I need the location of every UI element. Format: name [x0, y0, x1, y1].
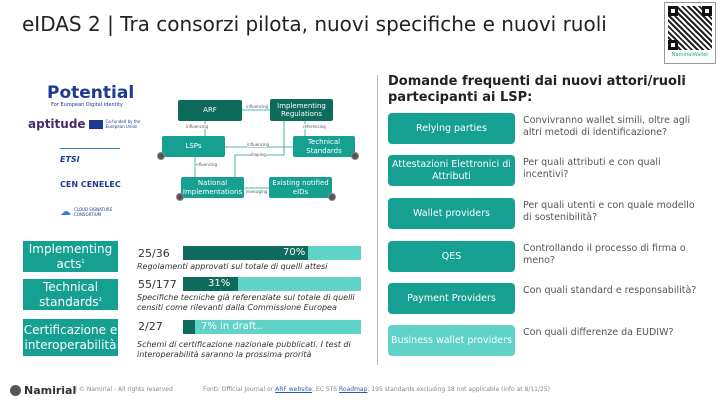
role-button[interactable]: Relying parties [388, 113, 515, 144]
diagram-node-technical-standards: Technical Standards [293, 136, 355, 157]
progress-caption: Specifiche tecniche già referenziate sul… [137, 293, 355, 313]
progress-label-text: Implementing acts [28, 242, 113, 271]
progress-count: 55/177 [138, 278, 177, 291]
diagram-node-national-implementations: National Implementations [181, 177, 244, 198]
connector-dot-icon [157, 152, 165, 160]
diagram-node-lsps: LSPs [162, 136, 225, 157]
footnote-marker: 1 [81, 258, 85, 265]
progress-label-technical-standards: Technical standards2 [23, 279, 118, 310]
progress-label-text: Certificazione e interoperabilità [23, 323, 118, 352]
diagram-node-arf: ARF [178, 100, 242, 121]
csc-logo-text: CLOUD SIGNATURE CONSORTIUM [74, 206, 113, 217]
logo-divider [60, 148, 120, 149]
sources-text: Fonti: Official Journal or [203, 386, 276, 393]
csc-logo: ☁CLOUD SIGNATURE CONSORTIUM [60, 205, 120, 218]
connector-dot-icon [328, 193, 336, 201]
connector-dot-icon [351, 152, 359, 160]
progress-label-certificazione: Certificazione e interoperabilità [23, 319, 118, 356]
eu-funded-text: Co-funded by the European Union [105, 119, 141, 129]
etsi-logo: ETSI [60, 155, 80, 164]
aptitude-logo: aptitude Co-funded by the European Union [28, 117, 142, 131]
role-button[interactable]: QES [388, 241, 515, 272]
edge-label: leveraging [246, 189, 268, 194]
namirial-logo-icon [10, 385, 21, 396]
progress-percent: 31% [208, 278, 231, 289]
faq-question: Convivranno wallet simili, oltre agli al… [523, 115, 691, 139]
progress-bar-fill [183, 246, 308, 260]
sources-text: ; EC STS [312, 386, 340, 393]
page-title: eIDAS 2 | Tra consorzi pilota, nuovi spe… [22, 12, 607, 36]
role-button[interactable]: Payment Providers [388, 283, 515, 314]
edge-label: influencing [246, 104, 269, 109]
roadmap-link[interactable]: Roadmap [339, 386, 368, 393]
footnote-marker: 2 [98, 296, 102, 303]
progress-count: 2/27 [138, 320, 163, 333]
progress-count: 25/36 [138, 247, 170, 260]
edge-label: influencing [195, 162, 218, 167]
cen-cenelec-logo: CEN CENELEC [60, 180, 121, 189]
sources-text: ; 195 standards excluding 18 not applica… [367, 386, 550, 393]
role-button[interactable]: Attestazioni Elettronici di Attributi [388, 155, 515, 186]
faq-question: Per quali utenti e con quale modello di … [523, 200, 695, 224]
progress-caption: Schemi di certificazione nazionale pubbl… [137, 340, 351, 360]
progress-percent: 70% [283, 247, 306, 258]
sources: Fonti: Official Journal or ARF website; … [203, 386, 550, 393]
faq-question: Con quali standard e responsabilità? [523, 285, 697, 296]
faq-question: Per quali attributi e con quali incentiv… [523, 157, 661, 181]
aptitude-logo-text: aptitude [28, 117, 86, 131]
qr-caption: NamirialWallet [671, 52, 709, 58]
progress-caption: Regolamenti approvati sul totale di quel… [137, 262, 328, 271]
edge-label: shaping [250, 152, 266, 157]
progress-percent: 7% in draft.. [201, 321, 263, 332]
connector-dot-icon [176, 193, 184, 201]
eu-flag-icon [88, 119, 103, 129]
progress-bar-fill [183, 320, 196, 334]
diagram-node-implementing-regulations: Implementing Regulations [270, 99, 333, 121]
role-button[interactable]: Business wallet providers [388, 325, 515, 356]
cloud-icon: ☁ [60, 205, 71, 218]
edge-label: influencing [247, 142, 270, 147]
namirial-logo-text: Namirial [24, 384, 77, 397]
progress-label-implementing-acts: Implementing acts1 [23, 241, 118, 272]
edge-label: influencing [186, 124, 209, 129]
progress-bar-technical-standards: 31% [183, 277, 361, 291]
faq-question: Controllando il processo di firma o meno… [523, 243, 686, 267]
arf-website-link[interactable]: ARF website [275, 386, 312, 393]
faq-heading: Domande frequenti dai nuovi attori/ruoli… [388, 74, 686, 106]
copyright: | © Namirial - All rights reserved [75, 386, 173, 393]
edge-label: referencing [303, 124, 326, 129]
potential-logo: Potential For European Digital Identity [47, 83, 135, 109]
faq-question: Con quali differenze da EUDIW? [523, 327, 674, 338]
progress-bar-certificazione: 7% in draft.. [183, 320, 361, 334]
role-button[interactable]: Wallet providers [388, 198, 515, 229]
namirial-logo: Namirial [10, 384, 76, 397]
progress-label-text: Technical standards [39, 280, 99, 309]
column-divider [377, 75, 378, 365]
potential-logo-sub: For European Digital Identity [51, 102, 123, 108]
progress-bar-implementing-acts: 70% [183, 246, 361, 260]
qr-code-image [668, 6, 712, 50]
progress-bar-fill [183, 277, 239, 291]
potential-logo-text: Potential [47, 83, 135, 103]
qr-code[interactable]: NamirialWallet [664, 2, 716, 64]
diagram-node-existing-eids: Existing notified eIDs [269, 177, 332, 198]
